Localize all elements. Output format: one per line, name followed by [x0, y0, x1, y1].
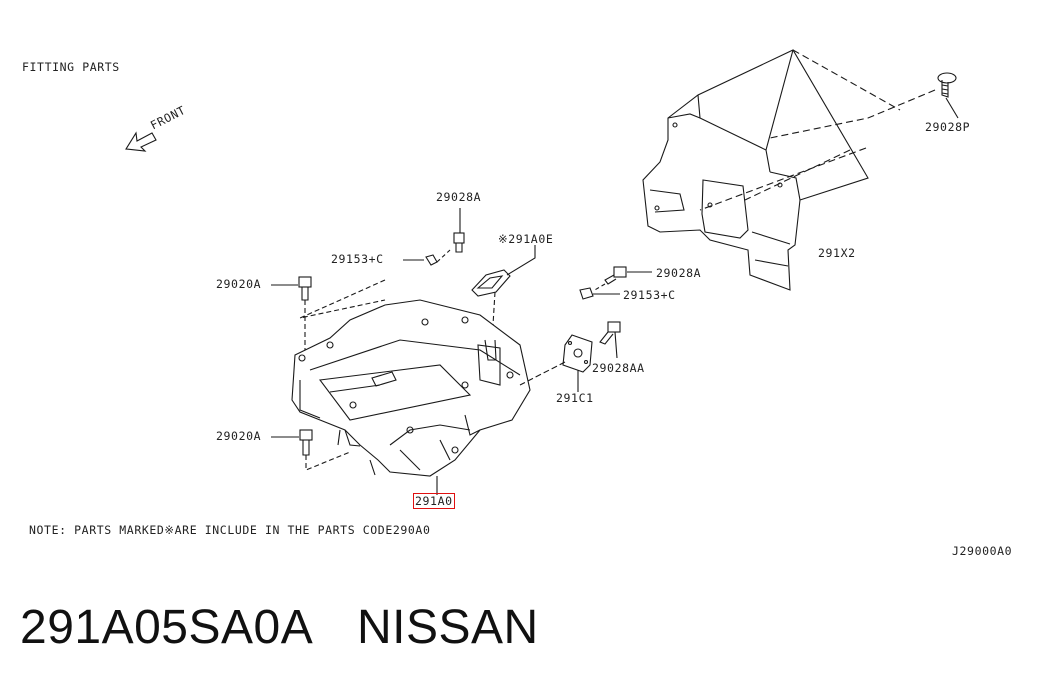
bracket-291X2: [642, 49, 869, 291]
diagram-code: J29000A0: [952, 544, 1013, 558]
plate-291C1: [562, 334, 593, 373]
callout-29028P[interactable]: 29028P: [925, 120, 971, 134]
section-title: FITTING PARTS: [22, 60, 120, 74]
callout-291C1[interactable]: 291C1: [556, 391, 594, 405]
bolt-29020A-bottom: [299, 429, 313, 456]
main-assembly-291A0: [291, 299, 531, 477]
part-number: 291A05SA0A: [20, 601, 314, 654]
callout-291A0E[interactable]: ※291A0E: [498, 232, 554, 246]
callout-291X2[interactable]: 291X2: [818, 246, 856, 260]
callout-29020A-bottom[interactable]: 29020A: [216, 429, 262, 443]
callout-29153C-right[interactable]: 29153+C: [623, 288, 676, 302]
callout-29020A-top[interactable]: 29020A: [216, 277, 262, 291]
bolt-29028A-top: [453, 232, 465, 253]
callout-29028AA[interactable]: 29028AA: [592, 361, 645, 375]
front-arrow-icon: [125, 131, 157, 152]
bolt-29028A-right: [604, 266, 627, 285]
bolt-29028AA: [599, 321, 621, 345]
nut-29153C-left: [425, 254, 438, 266]
callout-291A0-highlighted[interactable]: 291A0: [413, 493, 455, 509]
parts-note: NOTE: PARTS MARKED※ARE INCLUDE IN THE PA…: [29, 523, 431, 537]
callout-29028A-top[interactable]: 29028A: [436, 190, 482, 204]
nut-29153C-right: [579, 287, 594, 300]
brand-name: NISSAN: [357, 601, 539, 654]
bolt-29028P: [937, 72, 957, 98]
callout-29028A-right[interactable]: 29028A: [656, 266, 702, 280]
bolt-29020A-top: [298, 276, 312, 301]
callout-29153C-left[interactable]: 29153+C: [331, 252, 384, 266]
part-291A0E: [471, 269, 511, 297]
